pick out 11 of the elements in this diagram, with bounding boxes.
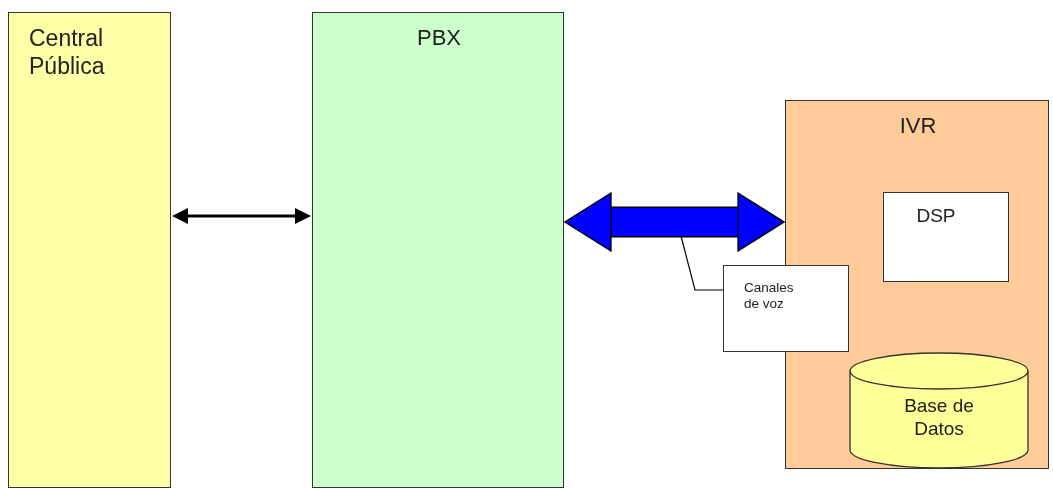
node-label: PBX	[416, 25, 462, 52]
callout-box	[723, 265, 849, 352]
node-label: Canales de voz	[744, 280, 795, 313]
node-label: IVR	[898, 113, 938, 140]
database-cylinder	[849, 353, 1029, 469]
node-label: Central Pública	[29, 25, 106, 81]
node-label: DSP	[915, 205, 957, 228]
exchange-panel	[8, 12, 171, 488]
dsp-box	[883, 192, 1009, 282]
node-label: Base de Datos	[903, 395, 975, 441]
pbx-panel	[312, 12, 564, 488]
